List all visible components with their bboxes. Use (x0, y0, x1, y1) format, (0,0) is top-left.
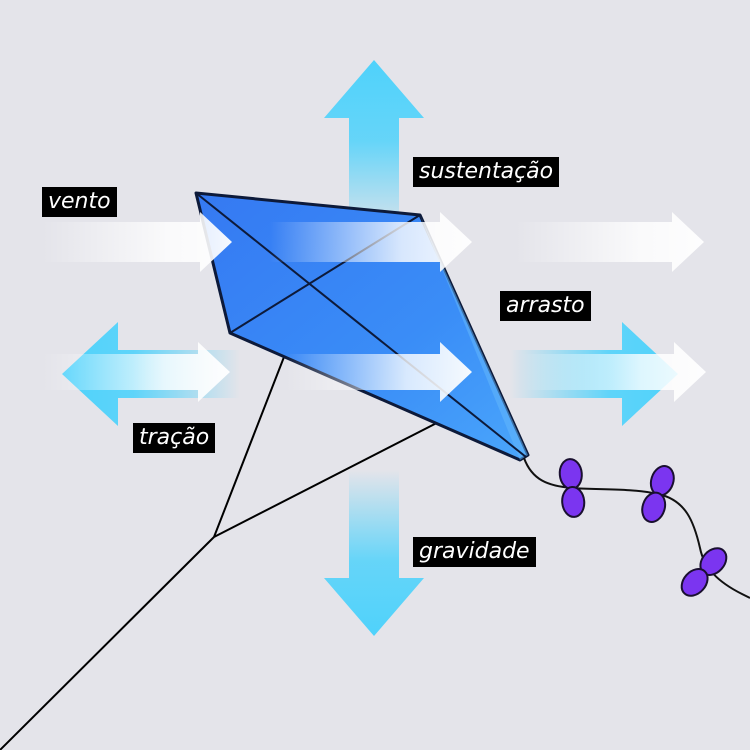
tail-bows (558, 458, 728, 597)
tail-bow (680, 547, 728, 597)
gravity-label: gravidade (413, 537, 536, 567)
wind-arrow (285, 342, 472, 402)
kite-tail (523, 457, 750, 599)
lift-arrow (324, 60, 424, 240)
tail-bow (641, 465, 675, 523)
wind-arrows (42, 212, 706, 402)
gravity-arrow (324, 470, 424, 636)
lift-label: sustentação (413, 157, 560, 187)
tail-bow (558, 458, 586, 518)
wind-label: vento (42, 187, 117, 217)
wind-arrow (42, 212, 232, 272)
wind-arrow (520, 342, 706, 402)
wind-arrow (42, 342, 230, 402)
wind-arrow (515, 212, 704, 272)
drag-label: arrasto (500, 291, 591, 321)
wind-arrow (270, 212, 472, 272)
traction-label: tração (133, 423, 216, 453)
